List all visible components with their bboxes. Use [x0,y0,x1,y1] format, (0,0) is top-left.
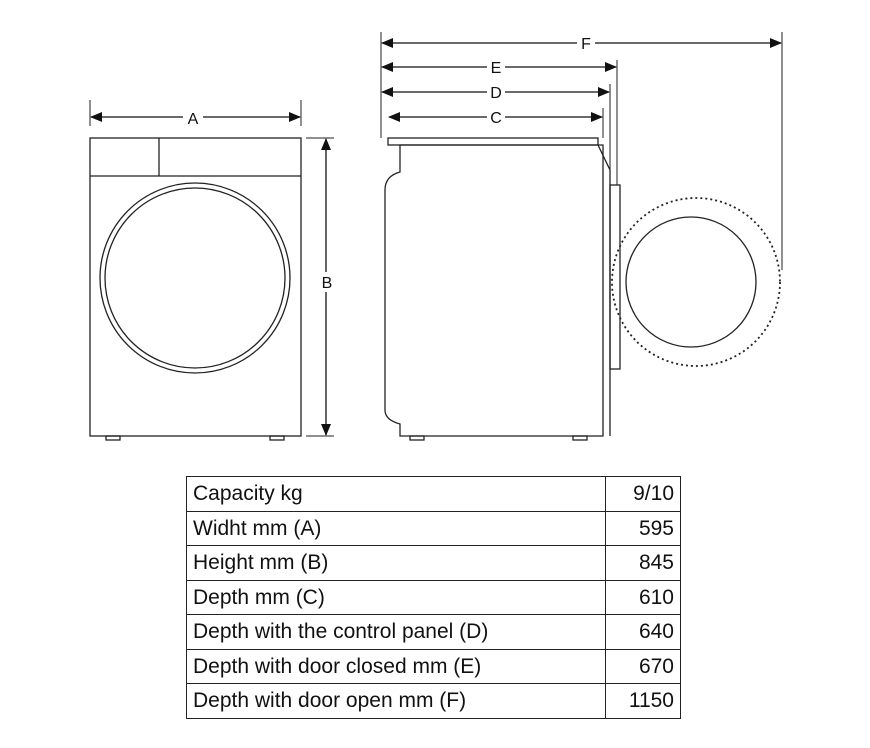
spec-label: Depth mm (C) [186,579,606,615]
side-body [384,144,604,437]
dimension-c-label: C [490,110,502,127]
dimension-c: C [388,107,603,127]
front-foot-left [105,435,121,441]
open-door-swing-outline [611,197,781,367]
dimension-b-label: B [322,275,333,292]
dimension-d-label: D [490,85,502,102]
table-row: Widht mm (A) 595 [186,510,681,546]
spec-label: Widht mm (A) [186,510,606,546]
door-outer-ring [99,182,291,374]
front-view [89,137,302,441]
table-row: Depth with door open mm (F) 1150 [186,683,681,719]
open-door [611,197,781,367]
table-row: Capacity kg 9/10 [186,476,681,512]
open-door-glass [625,216,757,348]
spec-label: Depth with door open mm (F) [186,683,606,719]
spec-value: 9/10 [605,476,681,512]
dimension-d: D [381,82,610,102]
dryer-dimension-diagram: A B F E [89,32,783,441]
dimension-f: F [381,33,782,53]
front-body [89,137,302,437]
spec-value: 640 [605,614,681,650]
dimension-e-label: E [491,60,502,77]
table-row: Depth mm (C) 610 [186,579,681,615]
spec-label: Height mm (B) [186,545,606,581]
spec-value: 610 [605,579,681,615]
spec-value: 1150 [605,683,681,719]
spec-label: Depth with the control panel (D) [186,614,606,650]
side-view [384,137,621,441]
door-inner-ring [104,187,286,369]
side-foot-left [409,435,425,441]
spec-value: 670 [605,648,681,684]
spec-label: Depth with door closed mm (E) [186,648,606,684]
dimension-f-label: F [581,36,591,53]
spec-value: 845 [605,545,681,581]
side-top-plate [387,137,599,146]
dimension-a: A [89,100,302,128]
dimension-b: B [306,137,335,437]
table-row: Depth with the control panel (D) 640 [186,614,681,650]
table-row: Depth with door closed mm (E) 670 [186,648,681,684]
control-panel-side [597,144,611,436]
spec-value: 595 [605,510,681,546]
front-foot-right [269,435,285,441]
spec-label: Capacity kg [186,476,606,512]
depth-extension-lines [380,32,783,270]
side-foot-right [572,435,588,441]
dimension-e: E [381,57,617,77]
dimension-a-label: A [188,111,199,128]
spec-table: Capacity kg 9/10 Widht mm (A) 595 Height… [186,476,681,719]
table-row: Height mm (B) 845 [186,545,681,581]
door-closed-side [609,184,621,370]
